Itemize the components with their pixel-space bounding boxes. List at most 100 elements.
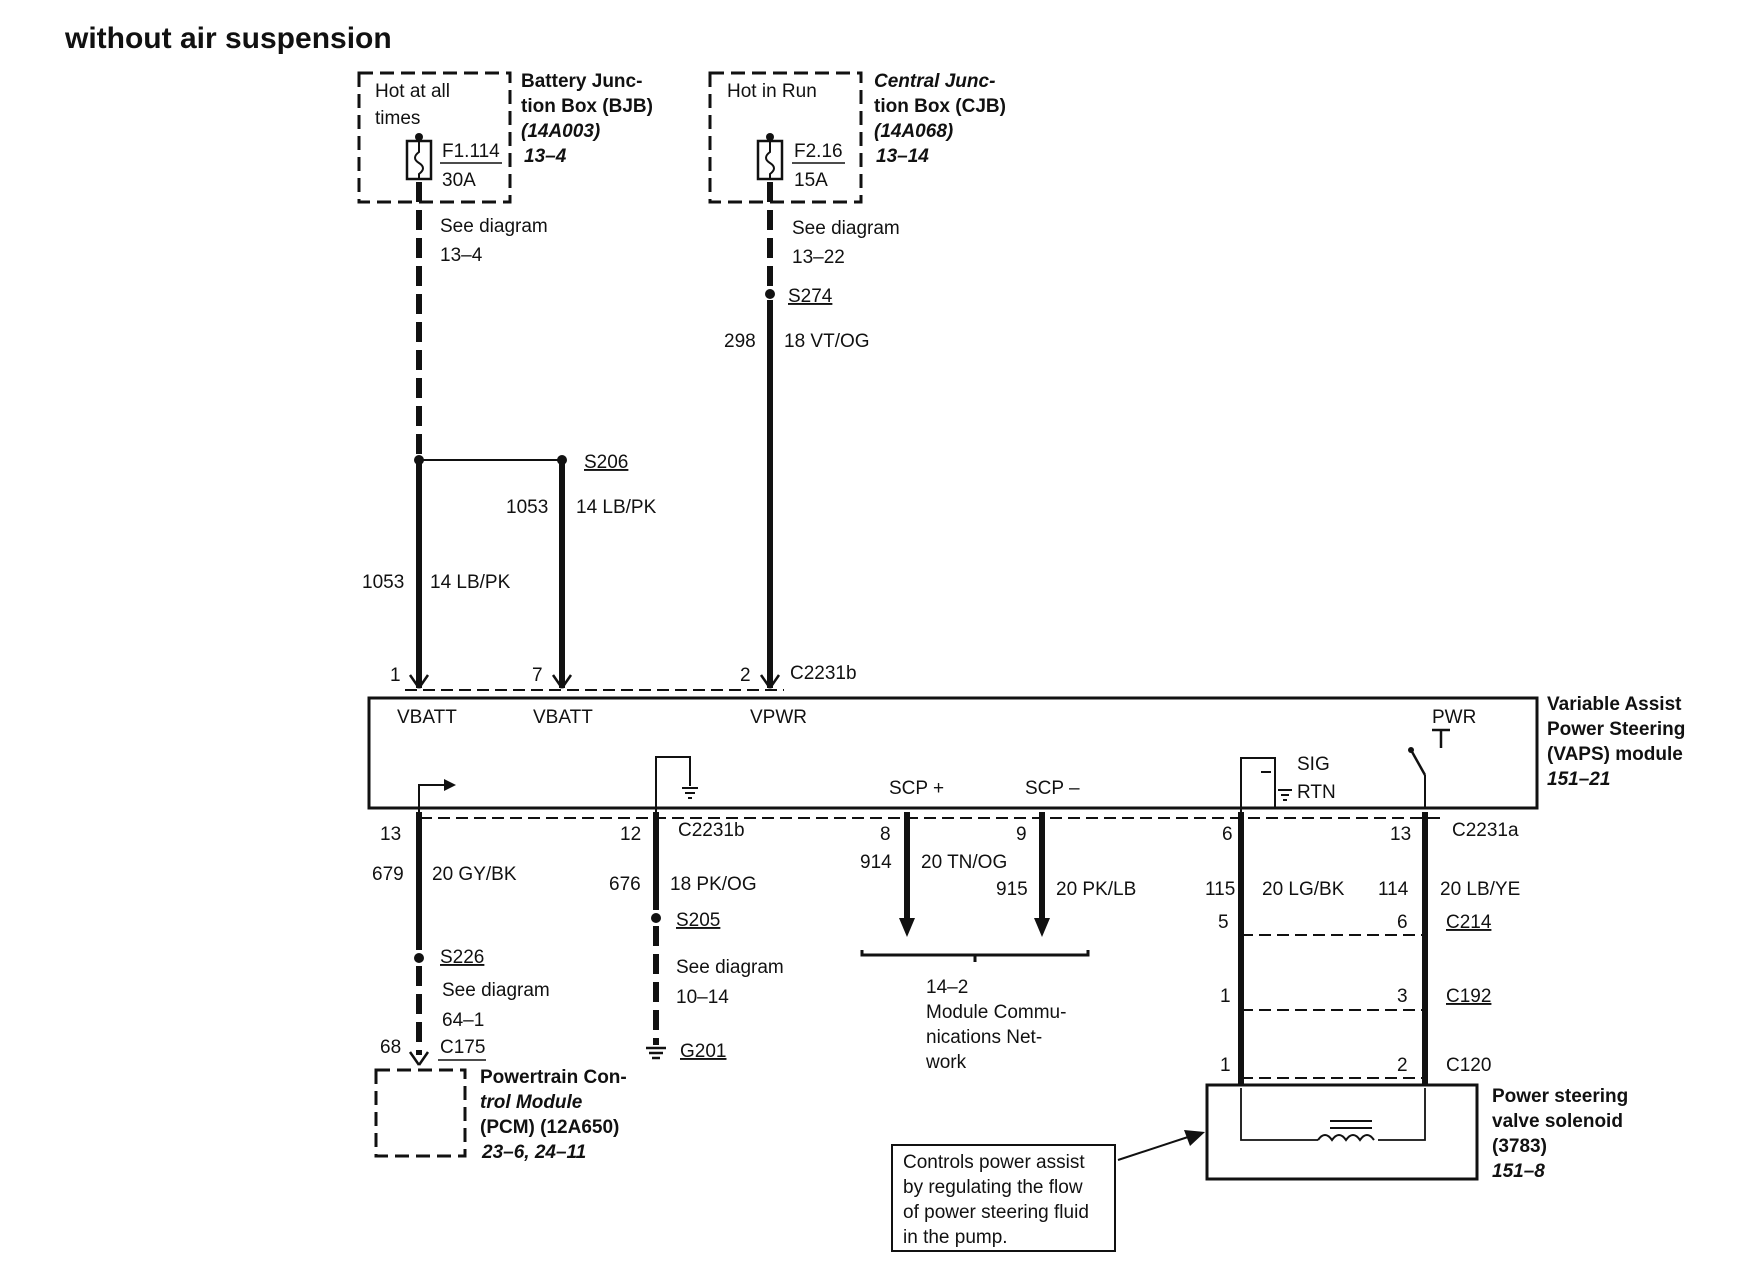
splice-dot [651, 913, 661, 923]
network-line2: Module Commu- [926, 1002, 1066, 1023]
pin-rtn: RTN [1297, 782, 1336, 803]
pin-bot-13: 13 [380, 824, 401, 845]
splice-dot [765, 289, 775, 299]
pcm-line3: (PCM) (12A650) [480, 1117, 619, 1138]
bjb-name-line2: tion Box (BJB) [521, 96, 653, 117]
splice-s206: S206 [584, 452, 628, 473]
w298-color: 18 VT/OG [784, 331, 870, 352]
note-box [891, 1144, 1116, 1252]
connector-c2231b-top-label: C2231b [790, 663, 857, 684]
cjb-name-line2: tion Box (CJB) [874, 96, 1006, 117]
splice-s274: S274 [788, 286, 833, 307]
connector-c175-label: C175 [440, 1037, 485, 1058]
ground-icon [655, 756, 698, 812]
w298-circuit: 298 [724, 331, 756, 352]
note-line1: Controls power assist [903, 1152, 1085, 1173]
vaps-module-box [367, 696, 1539, 810]
pin-scp-minus: SCP – [1025, 778, 1080, 799]
pin-bot-9: 9 [1016, 824, 1027, 845]
central-junction-box: Hot in Run F2.16 15A Central Junc- tion … [708, 71, 1006, 204]
pin-top-7: 7 [532, 665, 543, 686]
pin-sig: SIG [1297, 754, 1330, 775]
w676-color: 18 PK/OG [670, 874, 757, 895]
connector-c2231b-bottom-label: C2231b [678, 820, 745, 841]
cjb-ref: 13–14 [876, 146, 929, 167]
vaps-name-line1: Variable Assist [1547, 694, 1682, 715]
note-line3: of power steering fluid [903, 1202, 1089, 1223]
pin-bot-12: 12 [620, 824, 641, 845]
page-title: without air suspension [64, 22, 392, 55]
bjb-fuse-id: F1.114 [442, 141, 500, 162]
w679-circuit: 679 [372, 864, 404, 885]
w676-circuit: 676 [609, 874, 641, 895]
network-bracket [860, 950, 1090, 957]
arrow-icon [1184, 1130, 1205, 1146]
splice-s226: S226 [440, 947, 484, 968]
pin-c120-1: 1 [1220, 1055, 1231, 1076]
pcm-line1: Powertrain Con- [480, 1067, 627, 1088]
vaps-name-line3: (VAPS) module [1547, 744, 1683, 765]
pin-c192-1: 1 [1220, 986, 1231, 1007]
w1053a-circuit: 1053 [362, 572, 404, 593]
bjb-hot-line2: times [375, 108, 420, 129]
bjb-name-line1: Battery Junc- [521, 71, 642, 92]
cjb-part: (14A068) [874, 121, 953, 142]
splice-s205: S205 [676, 910, 720, 931]
w914-color: 20 TN/OG [921, 852, 1007, 873]
pin-c120-2: 2 [1397, 1055, 1408, 1076]
bjb-ref: 13–4 [524, 146, 567, 167]
pin-pwr: PWR [1432, 707, 1476, 728]
bjb-see-line2: 13–4 [440, 245, 483, 266]
cjb-fuse-rating: 15A [794, 170, 828, 191]
w915-color: 20 PK/LB [1056, 879, 1136, 900]
note-line4: in the pump. [903, 1227, 1008, 1248]
pin-pcm-68: 68 [380, 1037, 401, 1058]
cjb-see-line2: 13–22 [792, 247, 845, 268]
w914-circuit: 914 [860, 852, 892, 873]
pin-c192-3: 3 [1397, 986, 1408, 1007]
cjb-fuse-id: F2.16 [794, 141, 843, 162]
pcm-line2: trol Module [480, 1092, 583, 1113]
arrow-down-icon [899, 918, 915, 937]
w679-color: 20 GY/BK [432, 864, 517, 885]
pin-bot-8: 8 [880, 824, 891, 845]
note-line2: by regulating the flow [903, 1177, 1083, 1198]
pin-top-2: 2 [740, 665, 751, 686]
solenoid-line1: Power steering [1492, 1086, 1628, 1107]
solenoid-box [1205, 1083, 1479, 1181]
pin-vbatt-2: VBATT [533, 707, 593, 728]
bjb-hot-line1: Hot at all [375, 81, 450, 102]
pwr-switch-icon [1408, 728, 1450, 808]
connector-c192-label: C192 [1446, 986, 1491, 1007]
w115-circuit: 115 [1205, 879, 1235, 900]
bjb-see-line1: See diagram [440, 216, 548, 237]
splice-dot [414, 953, 424, 963]
w915-circuit: 915 [996, 879, 1028, 900]
pin-c214-6: 6 [1397, 912, 1408, 933]
pin-scp-plus: SCP + [889, 778, 944, 799]
pin-c214-5: 5 [1218, 912, 1229, 933]
solenoid-part: (3783) [1492, 1136, 1547, 1157]
network-line4: work [925, 1052, 967, 1073]
solenoid-coil-icon [1240, 1088, 1426, 1142]
s205-see-line1: See diagram [676, 957, 784, 978]
pin-bot-6: 6 [1222, 824, 1233, 845]
cjb-name-line1: Central Junc- [874, 71, 995, 92]
network-line1: 14–2 [926, 977, 968, 998]
w115-color: 20 LG/BK [1262, 879, 1345, 900]
battery-junction-box: Hot at all times F1.114 30A Battery Junc… [357, 71, 653, 204]
note-pointer-line [1117, 1136, 1189, 1161]
pin-vbatt-1: VBATT [397, 707, 457, 728]
bjb-fuse-rating: 30A [442, 170, 476, 191]
connector-c214-label: C214 [1446, 912, 1492, 933]
solenoid-line2: valve solenoid [1492, 1111, 1623, 1132]
solenoid-ref: 151–8 [1492, 1161, 1545, 1182]
output-driver-icon [418, 779, 456, 812]
s226-see-line1: See diagram [442, 980, 550, 1001]
arrow-down-icon [1034, 918, 1050, 937]
s226-see-line2: 64–1 [442, 1010, 484, 1031]
pcm-ref: 23–6, 24–11 [481, 1142, 586, 1163]
pcm-box [374, 1068, 467, 1158]
sig-rtn-icon [1240, 757, 1292, 812]
